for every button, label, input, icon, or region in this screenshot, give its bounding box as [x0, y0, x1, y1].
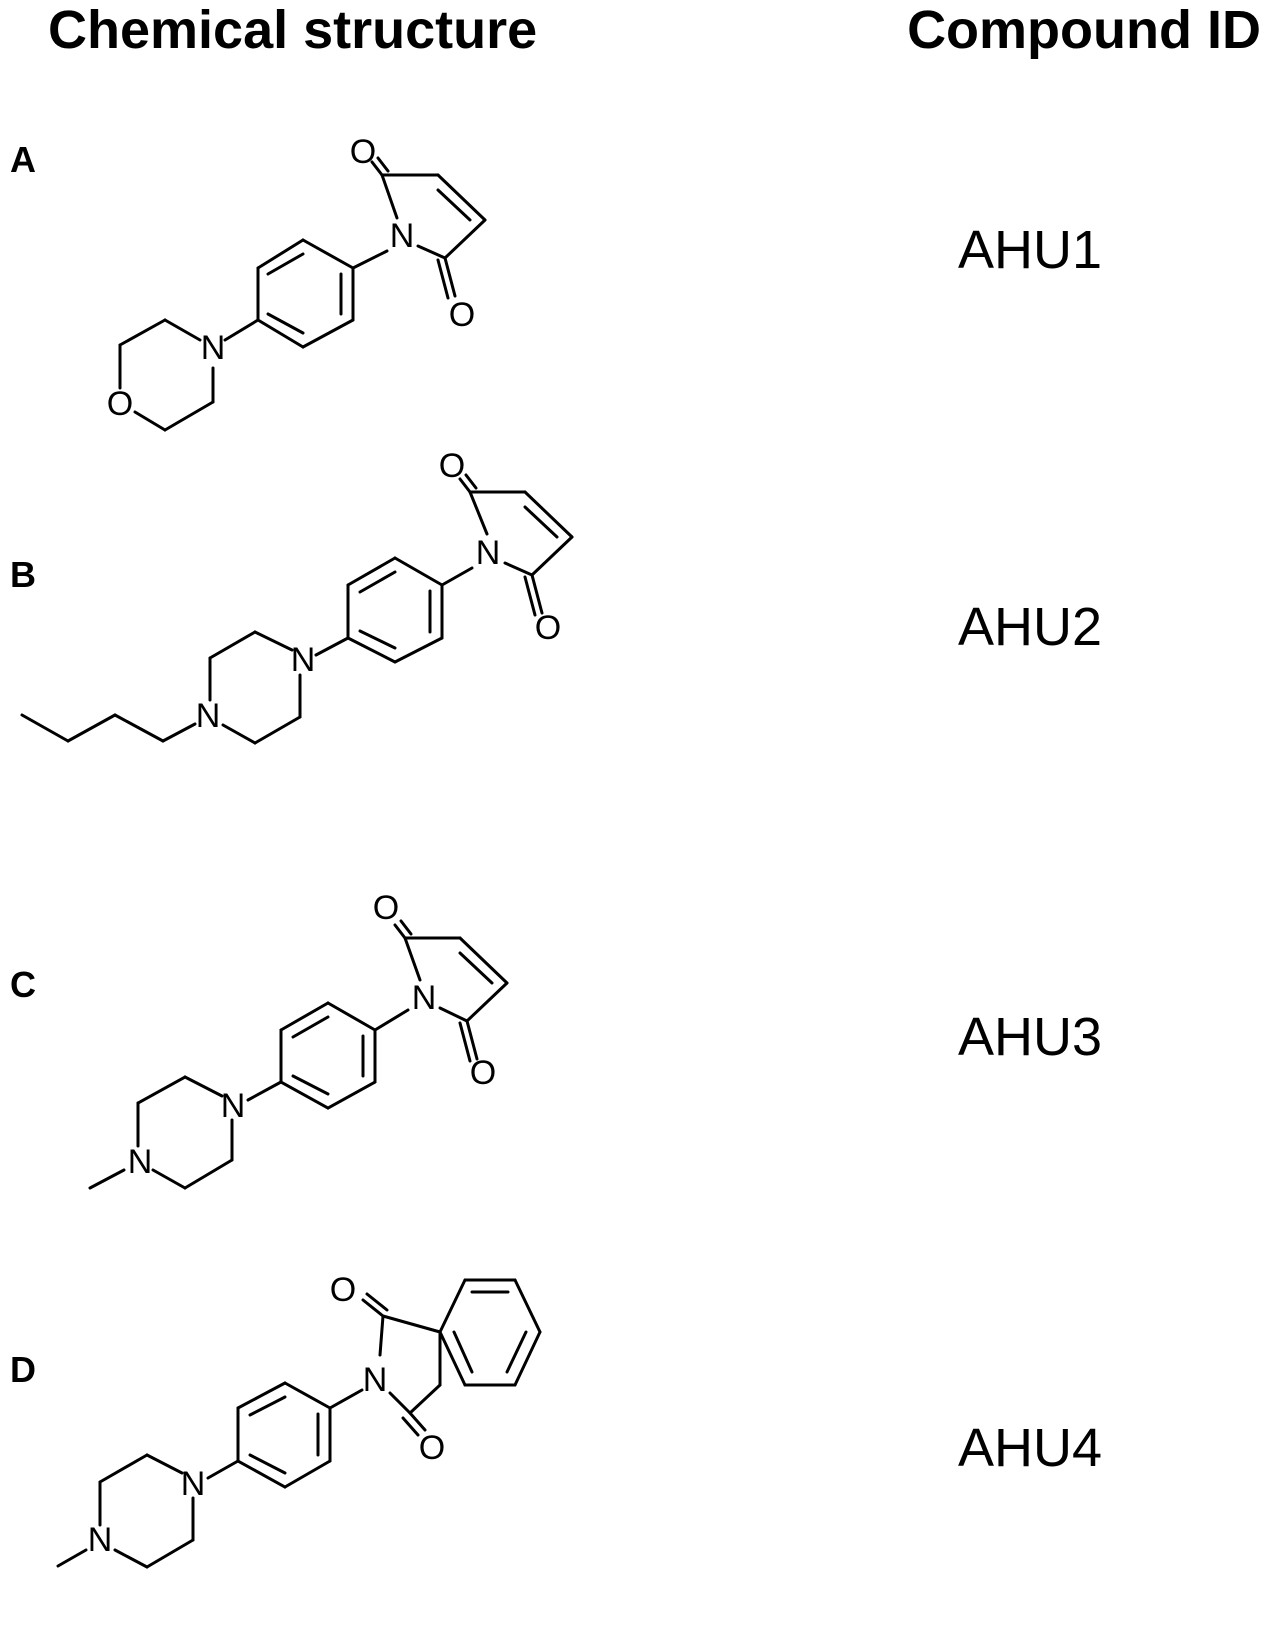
compound-id-ahu4: AHU4 [958, 1418, 1103, 1478]
atom-label: N [363, 1361, 388, 1399]
structure-ahu3: O N O N N [88, 889, 509, 1190]
structure-ahu2: O N O N N [20, 447, 574, 745]
atom-label: O [439, 447, 465, 485]
atom-label: N [390, 217, 415, 255]
compound-id-ahu2: AHU2 [958, 597, 1103, 657]
atom-label: N [128, 1143, 153, 1181]
atom-label: N [201, 329, 226, 367]
structure-ahu4: O N O N N [56, 1271, 542, 1569]
panel-label-d: D [10, 1349, 36, 1390]
panel-label-c: C [10, 964, 36, 1005]
atom-label: N [291, 641, 316, 679]
atom-label: O [107, 385, 133, 423]
header-chemical-structure: Chemical structure [48, 0, 538, 60]
atom-label: N [221, 1087, 246, 1125]
atom-label: O [330, 1271, 356, 1309]
atom-label: O [373, 889, 399, 927]
atom-label: O [449, 296, 475, 334]
panel-label-a: A [10, 139, 36, 180]
header-compound-id: Compound ID [907, 0, 1261, 60]
compound-id-ahu1: AHU1 [958, 220, 1103, 280]
panel-label-b: B [10, 554, 36, 595]
atom-label: N [88, 1521, 113, 1559]
atom-label: N [196, 697, 221, 735]
atom-label: N [181, 1465, 206, 1503]
compound-id-ahu3: AHU3 [958, 1007, 1103, 1067]
structure-ahu1: O N O N O [107, 133, 487, 432]
atom-label: N [476, 534, 501, 572]
atom-label: O [535, 609, 561, 647]
atom-label: N [412, 979, 437, 1017]
atom-label: O [419, 1429, 445, 1467]
atom-label: O [350, 133, 376, 171]
atom-label: O [470, 1054, 496, 1092]
